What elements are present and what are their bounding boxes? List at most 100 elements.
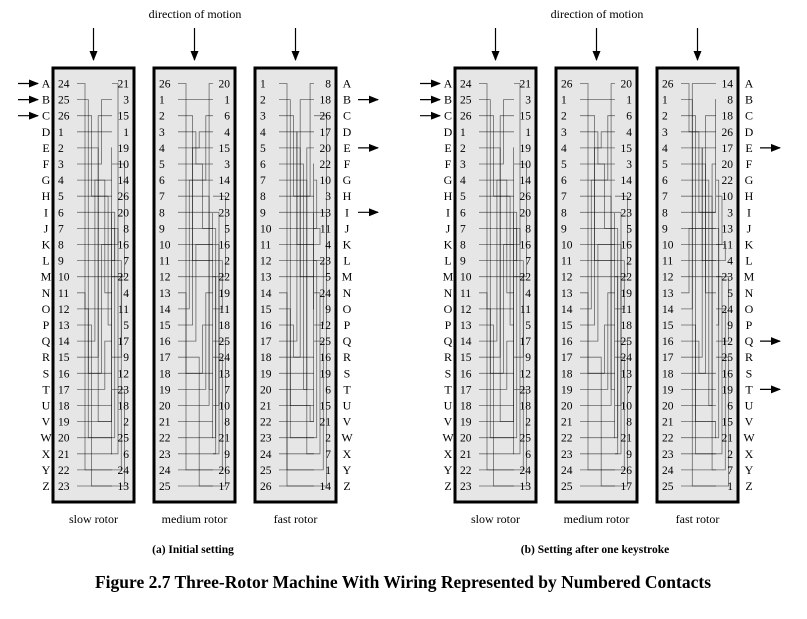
- rotor-wire: [681, 244, 726, 261]
- contact-left: 26: [662, 79, 674, 91]
- letter-left: P: [43, 318, 50, 332]
- contact-left: 1: [58, 127, 64, 139]
- contact-left: 11: [460, 288, 471, 300]
- contact-left: 26: [159, 79, 171, 91]
- contact-right: 13: [219, 368, 231, 380]
- contact-left: 1: [561, 95, 567, 107]
- contact-right: 5: [123, 320, 129, 332]
- letter-left: U: [444, 399, 453, 413]
- letter-left: S: [43, 366, 50, 380]
- rotor-wire: [479, 147, 514, 422]
- contact-right: 9: [626, 449, 632, 461]
- letter-right: E: [343, 141, 350, 155]
- contact-right: 2: [325, 433, 331, 445]
- contact-left: 2: [460, 143, 466, 155]
- contact-right: 20: [621, 79, 633, 91]
- letter-right: H: [745, 189, 754, 203]
- contact-right: 20: [722, 159, 734, 171]
- letter-right: X: [745, 447, 754, 461]
- contact-left: 5: [159, 159, 165, 171]
- contact-left: 6: [58, 207, 64, 219]
- contact-right: 13: [722, 223, 734, 235]
- contact-right: 4: [626, 127, 632, 139]
- contact-left: 14: [460, 336, 472, 348]
- contact-right: 17: [621, 481, 633, 493]
- contact-left: 9: [460, 256, 466, 268]
- contact-right: 8: [626, 417, 632, 429]
- contact-left: 11: [260, 240, 271, 252]
- contact-left: 19: [561, 384, 573, 396]
- contact-right: 19: [320, 368, 332, 380]
- letter-left: S: [445, 366, 452, 380]
- contact-right: 16: [118, 240, 130, 252]
- contact-left: 21: [58, 449, 70, 461]
- contact-left: 26: [460, 111, 472, 123]
- letter-right: Z: [745, 479, 752, 493]
- contact-left: 18: [561, 368, 573, 380]
- rotor-wire: [479, 83, 521, 455]
- contact-right: 4: [325, 240, 331, 252]
- letter-left: G: [42, 173, 51, 187]
- contact-left: 9: [662, 223, 668, 235]
- contact-left: 17: [561, 352, 573, 364]
- rotor-wiring: [77, 83, 125, 487]
- contact-left: 12: [58, 304, 70, 316]
- letter-left: C: [42, 109, 50, 123]
- direction-label: direction of motion: [551, 7, 644, 21]
- contact-left: 4: [662, 143, 668, 155]
- contact-left: 5: [460, 191, 466, 203]
- contact-right: 23: [621, 207, 633, 219]
- rotor-wire: [479, 276, 524, 471]
- contact-left: 11: [58, 288, 69, 300]
- contact-right: 23: [722, 272, 734, 284]
- contact-right: 17: [219, 481, 231, 493]
- rotor-wiring: [681, 83, 729, 487]
- letter-left: D: [42, 125, 51, 139]
- letter-left: W: [442, 431, 454, 445]
- contact-right: 21: [621, 433, 633, 445]
- contact-left: 12: [159, 272, 171, 284]
- contact-left: 18: [159, 368, 171, 380]
- letter-left: Q: [42, 334, 51, 348]
- contact-right: 4: [224, 127, 230, 139]
- contact-left: 16: [260, 320, 272, 332]
- contact-right: 5: [626, 223, 632, 235]
- rotor-wire: [580, 147, 615, 326]
- letter-left: N: [444, 286, 453, 300]
- contact-left: 24: [159, 465, 171, 477]
- rotor-body: [51, 66, 136, 504]
- contact-left: 8: [460, 240, 466, 252]
- contact-left: 16: [159, 336, 171, 348]
- letter-right: Z: [343, 479, 350, 493]
- contact-left: 15: [662, 320, 674, 332]
- contact-left: 13: [260, 272, 272, 284]
- rotor-wire: [681, 147, 716, 358]
- rotor-wire: [178, 324, 213, 374]
- contact-right: 26: [621, 465, 633, 477]
- letter-left: E: [444, 141, 451, 155]
- contact-left: 3: [260, 111, 266, 123]
- letter-right: V: [745, 415, 754, 429]
- contact-left: 25: [460, 95, 472, 107]
- letter-left: X: [444, 447, 453, 461]
- letter-left: L: [444, 254, 451, 268]
- contact-left: 5: [561, 159, 567, 171]
- contact-right: 11: [621, 304, 632, 316]
- rotor-body: [453, 66, 538, 504]
- letter-right: M: [744, 270, 755, 284]
- contact-left: 15: [58, 352, 70, 364]
- contact-left: 11: [561, 256, 572, 268]
- contact-right: 12: [219, 191, 231, 203]
- letter-right: F: [344, 157, 351, 171]
- contact-left: 24: [460, 79, 472, 91]
- contact-right: 3: [626, 159, 632, 171]
- contact-right: 10: [320, 175, 332, 187]
- contact-left: 6: [662, 175, 668, 187]
- panel-subcaption: (a) Initial setting: [152, 544, 234, 556]
- contact-right: 18: [520, 401, 532, 413]
- contact-right: 6: [727, 401, 733, 413]
- contact-right: 7: [626, 384, 632, 396]
- letter-right: L: [745, 254, 752, 268]
- contact-right: 13: [320, 207, 332, 219]
- contact-right: 12: [722, 336, 734, 348]
